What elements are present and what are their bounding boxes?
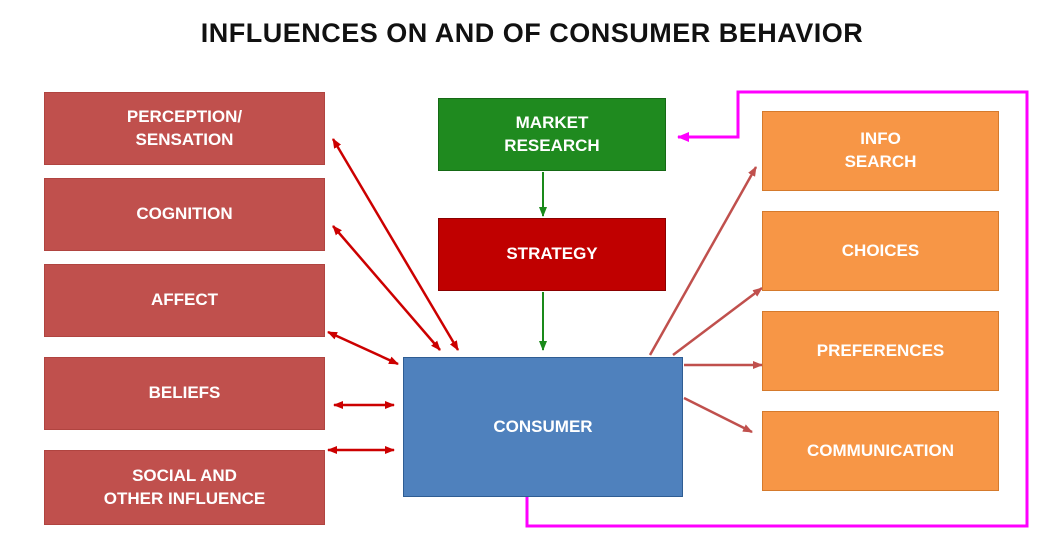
box-communication: COMMUNICATION: [762, 411, 999, 491]
box-social-other-influence: SOCIAL AND OTHER INFLUENCE: [44, 450, 325, 525]
box-perception-sensation: PERCEPTION/ SENSATION: [44, 92, 325, 165]
box-beliefs: BELIEFS: [44, 357, 325, 430]
box-consumer: CONSUMER: [403, 357, 683, 497]
box-affect: AFFECT: [44, 264, 325, 337]
box-info-search: INFO SEARCH: [762, 111, 999, 191]
arrow-consumer-to-choices: [672, 287, 763, 356]
arrow-affect-consumer: [327, 330, 399, 366]
box-market-research: MARKET RESEARCH: [438, 98, 666, 171]
arrow-cognition-consumer: [332, 225, 441, 351]
box-preferences: PREFERENCES: [762, 311, 999, 391]
box-cognition: COGNITION: [44, 178, 325, 251]
diagram-title: INFLUENCES ON AND OF CONSUMER BEHAVIOR: [200, 18, 864, 48]
box-choices: CHOICES: [762, 211, 999, 291]
arrow-consumer-to-communication: [683, 396, 753, 434]
box-strategy: STRATEGY: [438, 218, 666, 291]
